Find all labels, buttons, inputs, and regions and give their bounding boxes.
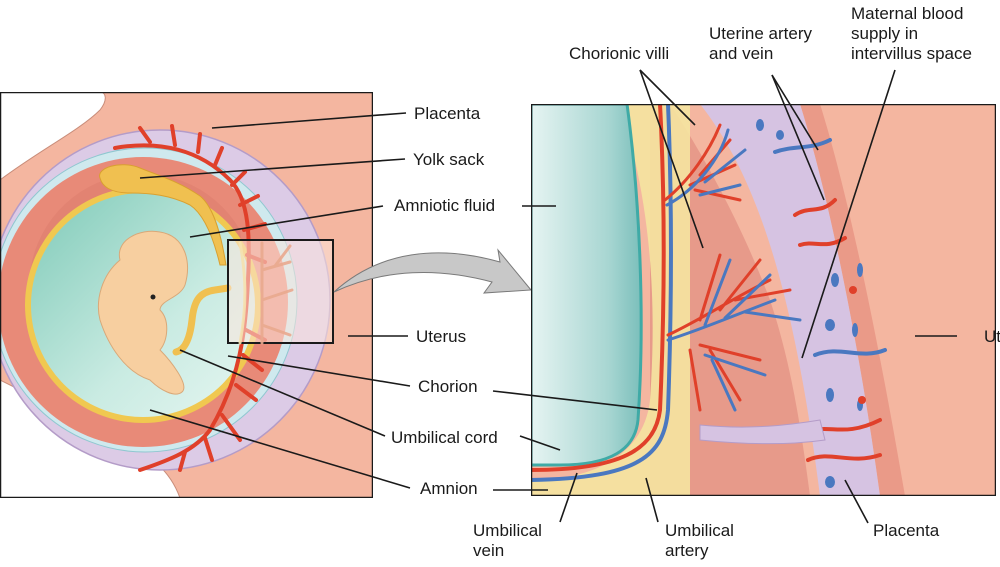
right-panel-frame bbox=[531, 104, 996, 496]
chorionic-villi-upper bbox=[663, 123, 747, 207]
maternal-blood-cells bbox=[756, 119, 866, 488]
uterus-wall-right bbox=[820, 104, 996, 496]
leader-chorion bbox=[227, 355, 411, 387]
leader-amnion bbox=[149, 409, 411, 489]
leader-chorionic-villi-a bbox=[639, 69, 696, 126]
leader-umbilical-cord bbox=[179, 349, 386, 437]
decidua-basalis bbox=[700, 104, 880, 496]
label-maternal-blood-supply: Maternal blood supply in intervillus spa… bbox=[851, 4, 972, 63]
label-uterus: Uterus bbox=[416, 327, 467, 346]
leader-uterine-a bbox=[771, 74, 819, 151]
label-amniotic-fluid: Amniotic fluid bbox=[394, 196, 496, 215]
leader-umbilical-vein bbox=[559, 472, 578, 523]
myometrium-band bbox=[800, 104, 905, 496]
yolk-sack bbox=[99, 164, 227, 266]
left-panel bbox=[0, 92, 373, 498]
umbilical-cord-shape bbox=[172, 284, 232, 356]
placental-septum bbox=[699, 419, 826, 445]
leader-placenta-right bbox=[844, 479, 869, 524]
right-leader-lines bbox=[492, 69, 957, 524]
label-umbilical-artery: Umbilical artery bbox=[665, 521, 734, 560]
label-yolk-sack: Yolk sack bbox=[413, 150, 485, 169]
leader-uterine-b bbox=[771, 74, 825, 201]
embryo bbox=[97, 230, 189, 395]
label-umbilical-cord: Umbilical cord bbox=[391, 428, 498, 447]
leader-chorionic-villi-b bbox=[639, 69, 704, 249]
label-chorion: Chorion bbox=[418, 377, 478, 396]
right-panel bbox=[531, 104, 996, 496]
label-uterus-right: Ut bbox=[984, 327, 1000, 346]
chorionic-villi-lower bbox=[666, 253, 802, 412]
label-amnion: Amnion bbox=[420, 479, 478, 498]
zoom-arrow bbox=[333, 248, 533, 294]
label-placenta-right: Placenta bbox=[873, 521, 940, 540]
leader-chorion-right bbox=[492, 390, 658, 411]
left-panel-frame bbox=[0, 92, 373, 498]
leader-placenta bbox=[211, 112, 407, 129]
amniotic-cavity bbox=[531, 104, 643, 467]
label-uterine-artery-vein: Uterine artery and vein bbox=[709, 24, 812, 63]
leader-umbilical-artery bbox=[645, 477, 659, 523]
leader-yolk-sack bbox=[139, 158, 406, 179]
fetal-vessels bbox=[531, 104, 673, 482]
embryo-eye bbox=[150, 294, 156, 300]
label-umbilical-vein: Umbilical vein bbox=[473, 521, 542, 560]
chorionic-plate-yellow bbox=[531, 104, 690, 496]
leader-maternal-blood bbox=[801, 69, 896, 359]
leader-umbilical-cord-right bbox=[519, 435, 561, 451]
label-placenta: Placenta bbox=[414, 104, 481, 123]
left-leader-lines bbox=[139, 112, 411, 489]
zoom-region-vessels bbox=[238, 241, 294, 345]
leader-amniotic-fluid bbox=[189, 205, 384, 238]
label-chorionic-villi: Chorionic villi bbox=[569, 44, 670, 63]
